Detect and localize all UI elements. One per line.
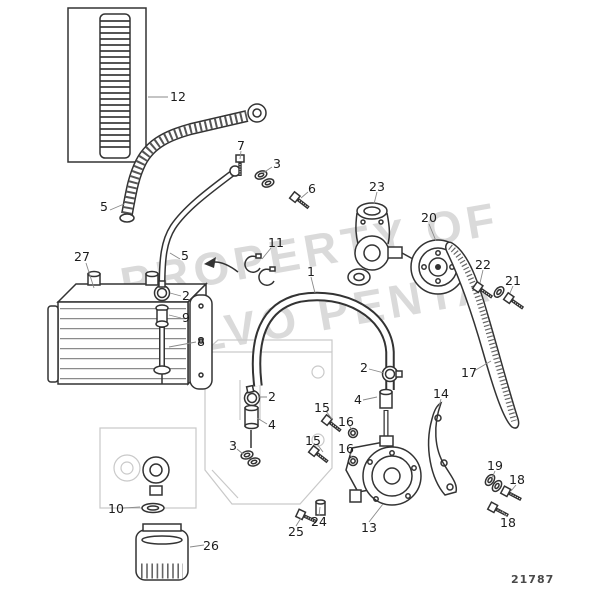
part-callout-10: 10: [108, 500, 124, 516]
part-callout-26: 26: [203, 537, 219, 553]
pointer-arrow: [204, 257, 239, 273]
part-callout-4-b: 4: [354, 391, 362, 407]
seawater-pump-drawing: [345, 435, 422, 506]
bracket-drawing: [427, 401, 458, 496]
washer-drawing: [260, 176, 276, 190]
bolt-drawing: [499, 484, 525, 505]
part-callout-19: 19: [487, 457, 503, 473]
part-callout-20: 20: [421, 209, 437, 225]
part-callout-3-b: 3: [229, 437, 237, 453]
washer-drawing: [491, 284, 507, 300]
part-callout-2-b: 2: [360, 359, 368, 375]
part-callout-22: 22: [475, 256, 491, 272]
part-callout-1: 1: [307, 263, 315, 279]
plug-drawing: [294, 499, 326, 528]
part-callout-17: 17: [461, 364, 477, 380]
figure-number: 21787: [511, 573, 555, 586]
part-callout-15-b: 15: [305, 432, 321, 448]
part-callout-7: 7: [237, 137, 245, 153]
part-callout-11: 11: [268, 234, 284, 250]
nut-drawing: [347, 427, 359, 439]
metal-pipe-drawing: [158, 165, 241, 289]
pipe-clamp-halves-drawing: [244, 253, 276, 286]
part-callout-6: 6: [308, 180, 316, 196]
part-callout-5-b: 5: [181, 247, 189, 263]
part-callout-4-a: 4: [268, 416, 276, 432]
part-callout-2-a: 2: [182, 287, 190, 303]
part-callout-15-a: 15: [314, 399, 330, 415]
oil-filter-drawing: [135, 456, 189, 581]
part-callout-27: 27: [74, 248, 90, 264]
thermostat-housing-drawing: [347, 202, 414, 286]
part-callout-13: 13: [361, 519, 377, 535]
coiled-hose-box-drawing: [67, 7, 147, 163]
part-callout-3-a: 3: [273, 155, 281, 171]
part-callout-18-b: 18: [500, 514, 516, 530]
part-callout-9: 9: [182, 309, 190, 325]
part-callout-21: 21: [505, 272, 521, 288]
part-callout-18-a: 18: [509, 471, 525, 487]
part-callout-2-c: 2: [268, 388, 276, 404]
part-callout-23: 23: [369, 178, 385, 194]
part-callout-16-a: 16: [338, 413, 354, 429]
part-callout-12: 12: [170, 88, 186, 104]
nut-drawing: [347, 455, 359, 467]
part-callout-8: 8: [197, 333, 205, 349]
pipe-fitting-stack-drawing: [153, 280, 171, 384]
part-callout-5-a: 5: [100, 198, 108, 214]
leader-lines: [85, 96, 517, 548]
bolt-drawing: [306, 444, 332, 467]
coolant-hose-drawing: [239, 291, 403, 468]
bolt-drawing: [501, 291, 528, 314]
part-callout-16-b: 16: [338, 440, 354, 456]
drive-belt-drawing: [445, 241, 520, 429]
ribbed-hose-drawing: [119, 103, 267, 223]
part-callout-24: 24: [311, 513, 327, 529]
part-callout-25: 25: [288, 523, 304, 539]
part-callout-14: 14: [433, 385, 449, 401]
